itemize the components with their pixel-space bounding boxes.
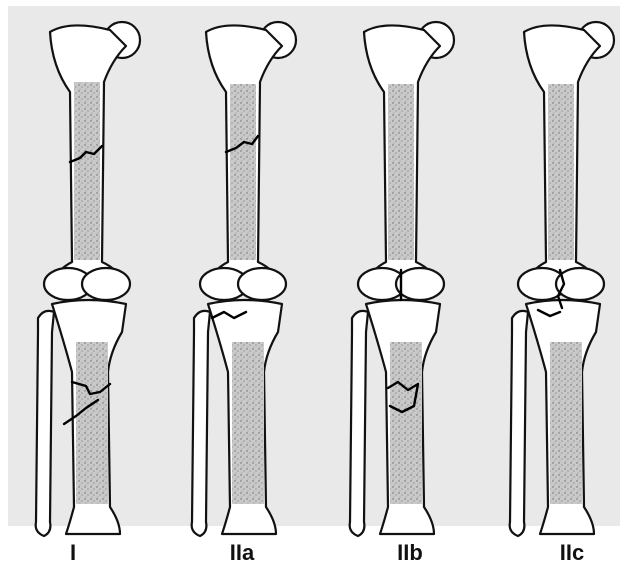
tibia-marrow: [76, 342, 108, 504]
tibia-marrow: [232, 342, 264, 504]
femur-marrow: [74, 82, 100, 260]
label-type-2a: IIa: [230, 540, 254, 566]
label-type-1: I: [70, 540, 76, 566]
tibia-marrow: [550, 342, 582, 504]
label-type-2b: IIb: [397, 540, 423, 566]
femur-marrow: [230, 84, 256, 260]
femur-marrow: [548, 84, 574, 260]
tibia-marrow: [390, 342, 422, 504]
femur-marrow: [388, 84, 414, 260]
label-type-2c: IIc: [560, 540, 584, 566]
